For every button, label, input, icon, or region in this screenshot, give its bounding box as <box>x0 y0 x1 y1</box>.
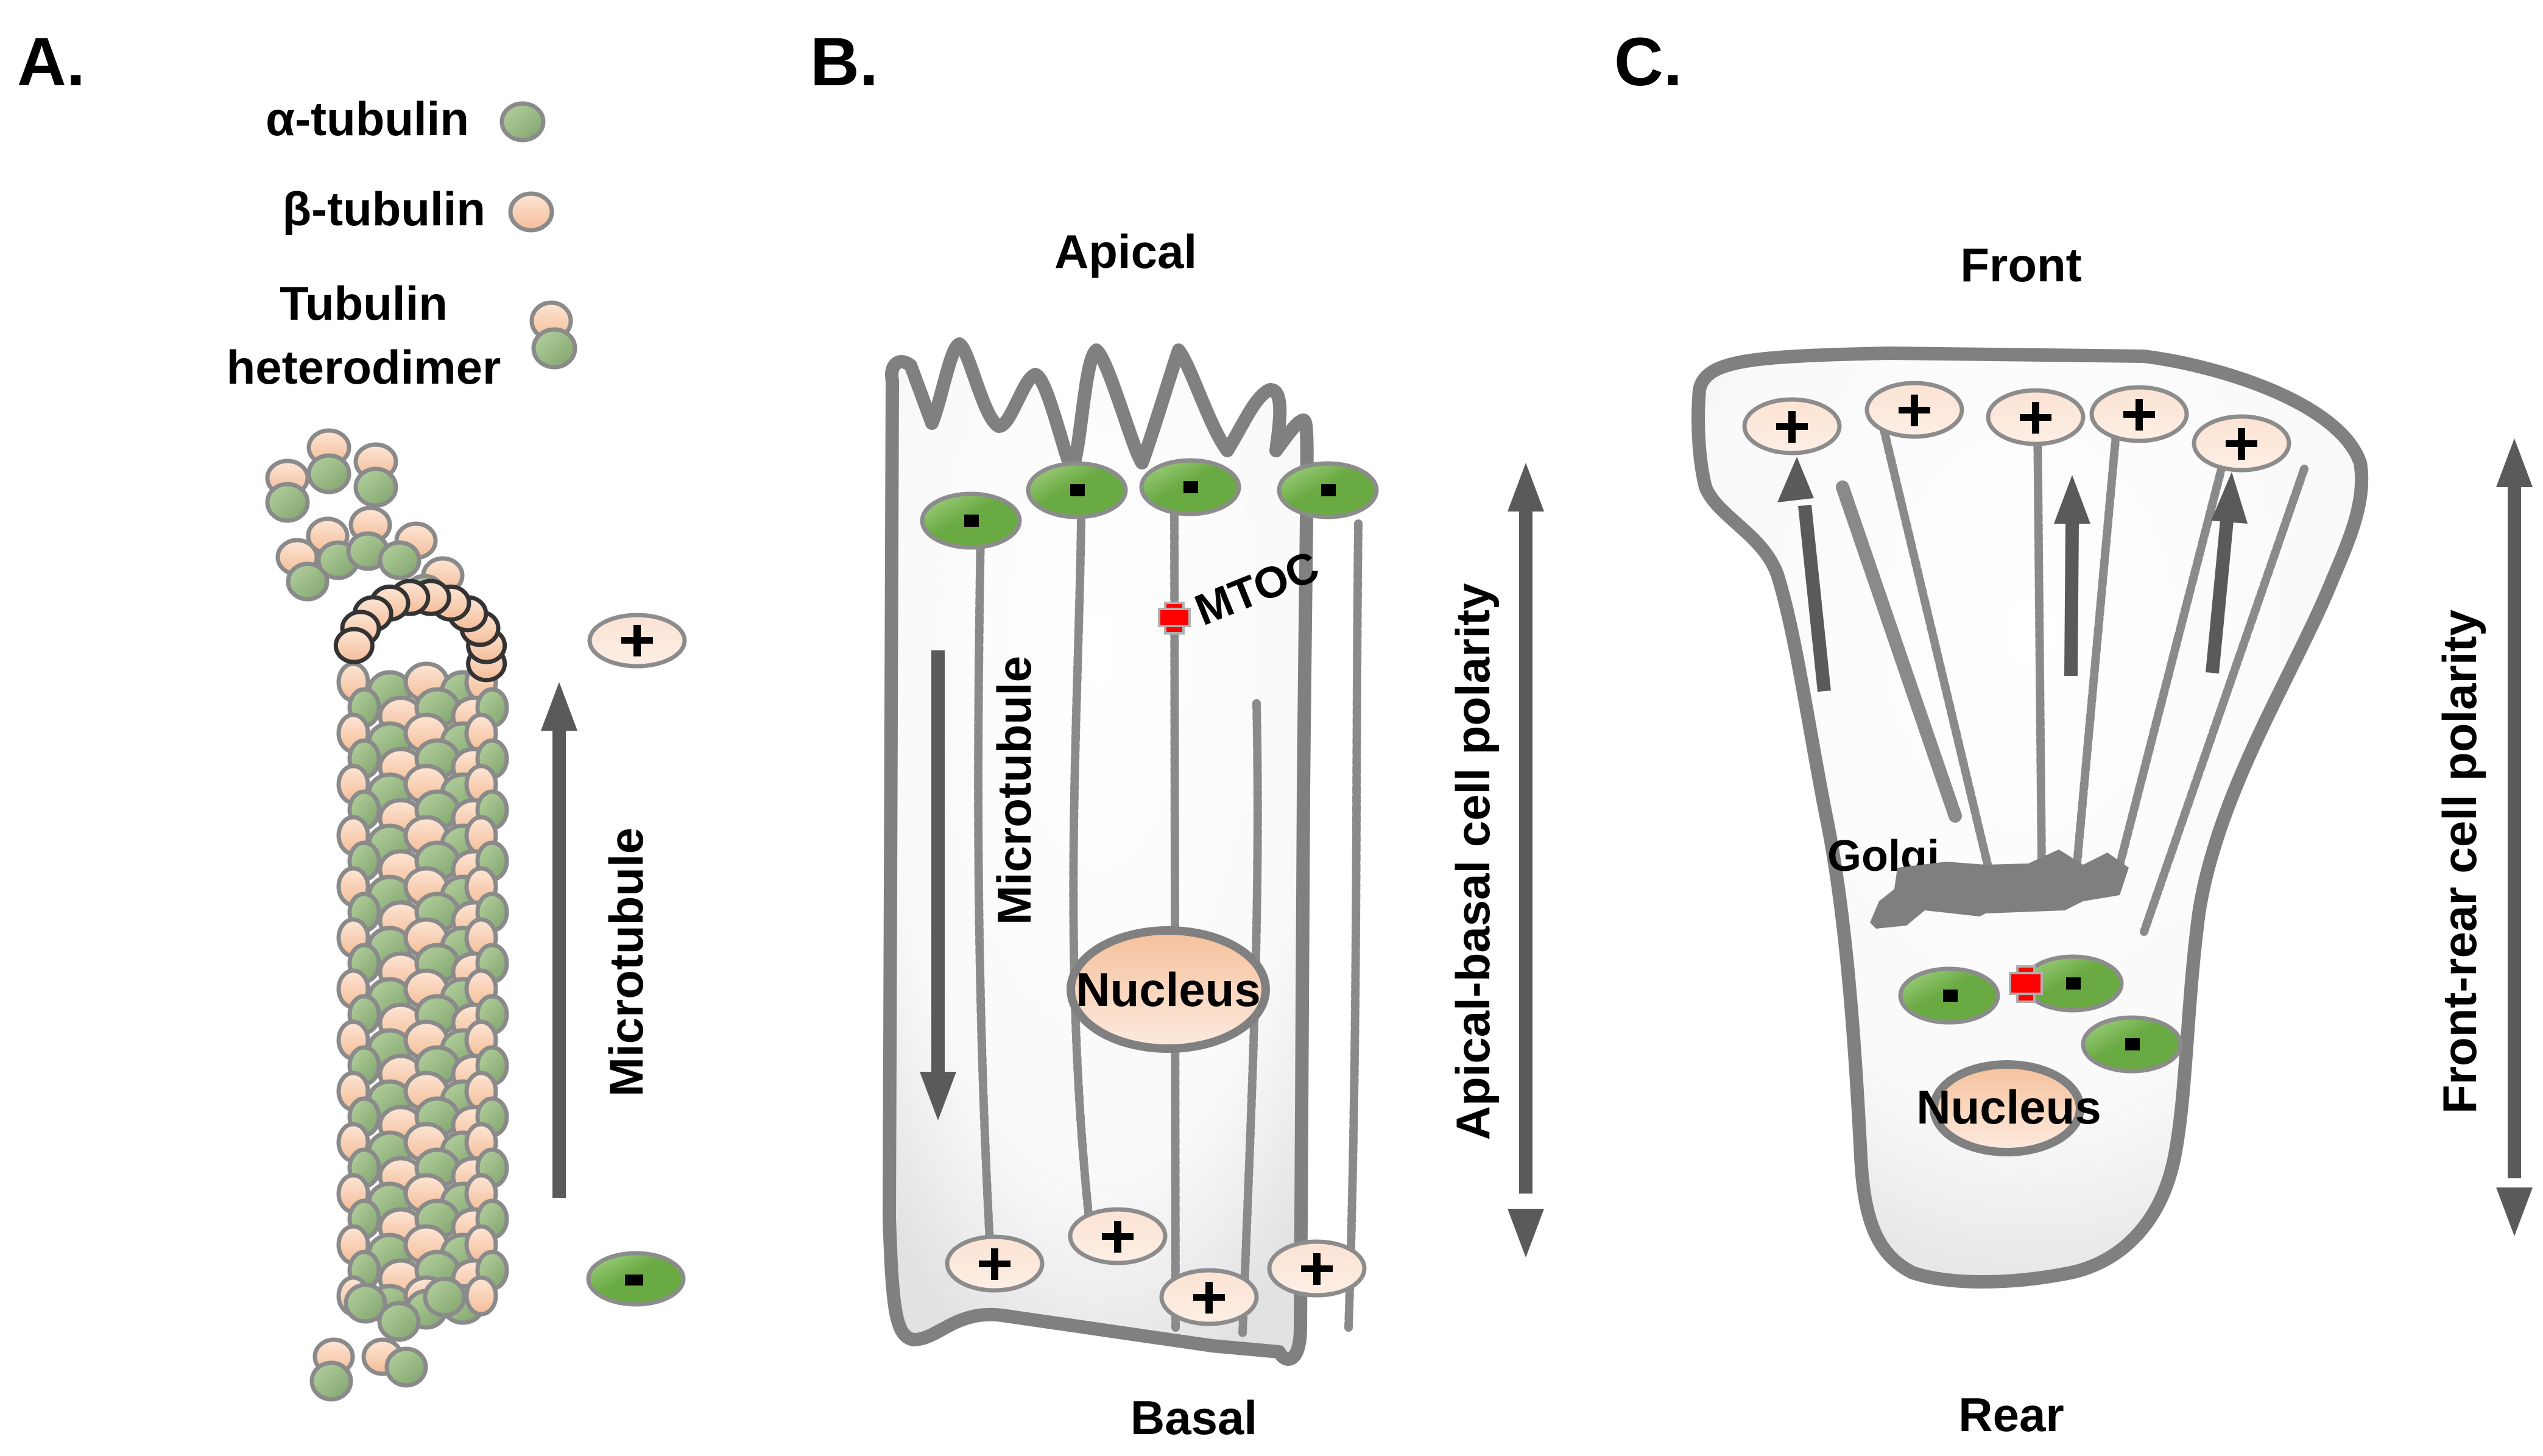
legend: α-tubulin β-tubulin Tubulin heterodimer <box>227 92 577 394</box>
minus-end-marker <box>1026 461 1128 519</box>
front-rear-polarity-arrow-icon <box>2496 438 2533 1236</box>
nucleus-label-c: Nucleus <box>1916 1080 2101 1134</box>
microtubules-c <box>1836 410 2308 936</box>
plus-end-marker <box>1159 1268 1259 1326</box>
alpha-tubulin-subunit <box>344 1282 387 1324</box>
minus-end-marker <box>1277 461 1379 519</box>
plus-end-marker <box>1864 381 1964 439</box>
splayed-plus-end-dimers <box>275 505 465 614</box>
panel-a-label: A. <box>17 24 85 100</box>
mtoc-icon-c <box>2009 965 2043 1003</box>
panel-c-label: C. <box>1614 24 1682 100</box>
heterodimer-swatch-icon <box>529 300 577 370</box>
minus-end-marker <box>2022 954 2124 1013</box>
arrow-up-icon <box>1777 457 1831 692</box>
arrow-up-icon <box>2206 472 2248 674</box>
free-dimers-bottom <box>309 1337 428 1402</box>
microtubule-label-a: Microtubule <box>599 828 653 1097</box>
microtubule-lattice <box>336 661 509 1342</box>
plus-end-marker <box>2192 414 2291 473</box>
growth-direction-arrow-icon <box>541 682 577 1198</box>
plus-end-marker <box>2089 385 2189 443</box>
arrow-up-icon <box>2054 475 2090 677</box>
plus-end-marker <box>945 1234 1045 1293</box>
alpha-tubulin-subunit <box>377 1301 421 1342</box>
microtubules-b <box>974 510 1363 1338</box>
transport-direction-arrow-icon <box>920 650 956 1120</box>
beta-tubulin-subunit <box>333 627 375 664</box>
alpha-tubulin-swatch-icon <box>499 101 546 142</box>
plus-end-marker-a <box>587 613 687 669</box>
minus-end-marker-a <box>586 1251 686 1307</box>
front-label: Front <box>1960 238 2081 292</box>
plus-end-marker <box>1068 1207 1168 1265</box>
minus-end-marker <box>1139 458 1241 516</box>
apical-basal-polarity-arrow-icon <box>1508 463 1544 1257</box>
microtubule-label-b: Microtubule <box>987 656 1041 925</box>
golgi-apparatus-icon <box>1870 849 2129 929</box>
panel-c: C. Front Golgi <box>1614 24 2533 1441</box>
nucleus-b: Nucleus <box>1067 926 1270 1053</box>
plus-ends-b <box>945 1207 1367 1326</box>
microtubule-ring-opening <box>333 579 507 683</box>
panel-b-label: B. <box>810 24 878 100</box>
rear-label: Rear <box>1958 1388 2064 1441</box>
legend-beta-tubulin-label: β-tubulin <box>283 182 485 236</box>
panel-b: B. Apical MTOC Microtubule <box>810 24 1544 1444</box>
minus-ends-c <box>1898 954 2183 1074</box>
nucleus-label-b: Nucleus <box>1076 963 1260 1016</box>
plus-end-marker <box>1986 388 2086 446</box>
nucleus-c: Nucleus <box>1916 1060 2101 1156</box>
minus-end-marker <box>920 491 1022 550</box>
transport-direction-arrows-c <box>1777 457 2248 692</box>
epithelial-cell-membrane <box>883 337 1314 1366</box>
free-dimers-top <box>265 428 398 523</box>
basal-label: Basal <box>1130 1391 1257 1444</box>
migrating-cell-membrane <box>1691 346 2369 1289</box>
legend-alpha-tubulin-label: α-tubulin <box>266 92 469 146</box>
beta-tubulin-swatch-icon <box>508 191 554 233</box>
apical-label: Apical <box>1054 225 1197 278</box>
legend-heterodimer-label-line1: Tubulin <box>280 276 448 330</box>
mtoc-icon <box>1158 602 1191 635</box>
minus-end-marker <box>2081 1015 2183 1074</box>
alpha-tubulin-subunit <box>423 1276 467 1318</box>
plus-ends-c <box>1742 381 2291 473</box>
minus-end-marker <box>1898 966 2000 1025</box>
front-rear-polarity-label: Front-rear cell polarity <box>2433 610 2486 1114</box>
minus-ends-b <box>920 458 1379 550</box>
panel-a: A. α-tubulin β-tubulin Tubulin heterodim… <box>17 24 687 1402</box>
legend-heterodimer-label-line2: heterodimer <box>227 340 501 394</box>
plus-end-marker <box>1267 1239 1367 1298</box>
apical-basal-polarity-label: Apical-basal cell polarity <box>1446 583 1500 1141</box>
beta-tubulin-subunit <box>464 1275 498 1317</box>
plus-end-marker <box>1742 397 1842 455</box>
